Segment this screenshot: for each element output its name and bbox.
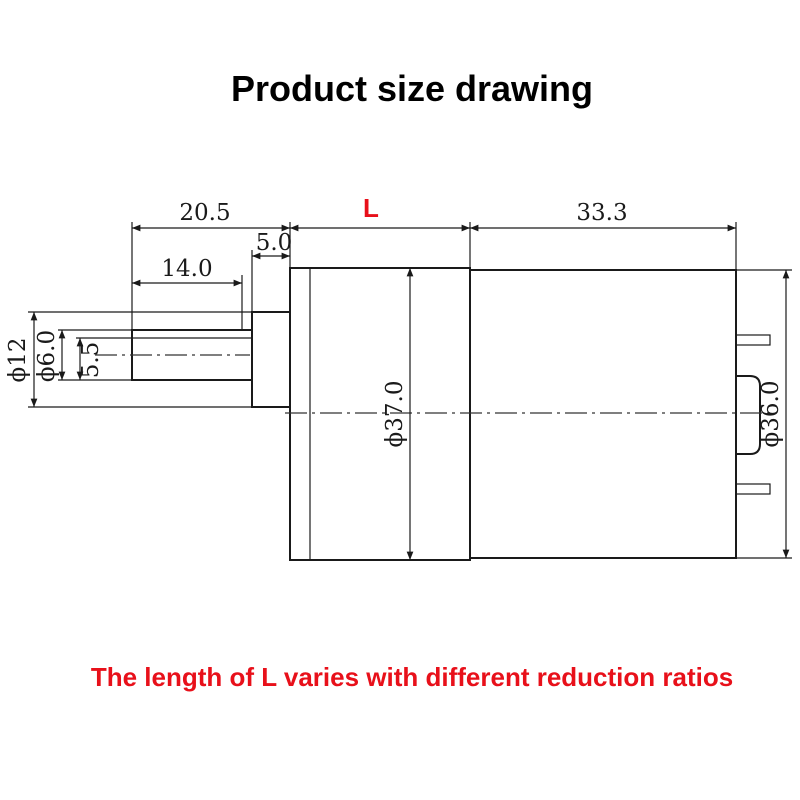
dim-label-overall-shaft: 20.5 xyxy=(179,200,230,226)
gearbox-body xyxy=(289,267,471,561)
dim-label-collar: 5.0 xyxy=(256,230,293,256)
dim-label-shaft-dia: ϕ6.0 xyxy=(34,330,60,382)
dim-label-flat: 5.5 xyxy=(78,342,104,379)
dim-label-L: L xyxy=(363,193,379,223)
motor-body xyxy=(469,269,737,559)
terminal-top xyxy=(735,334,771,346)
rear-end-cap xyxy=(736,375,761,455)
dim-label-motor-dia: ϕ36.0 xyxy=(758,381,784,448)
page-title: Product size drawing xyxy=(231,68,593,109)
reduction-ratio-note: The length of L varies with different re… xyxy=(91,662,733,692)
dim-label-shaft-length: 14.0 xyxy=(161,256,212,282)
output-boss xyxy=(251,311,291,408)
dim-label-boss-dia: ϕ12 xyxy=(5,338,31,383)
terminal-bottom xyxy=(735,483,771,495)
dim-label-gearbox-dia: ϕ37.0 xyxy=(382,381,408,448)
dim-label-motor-length: 33.3 xyxy=(576,200,627,226)
